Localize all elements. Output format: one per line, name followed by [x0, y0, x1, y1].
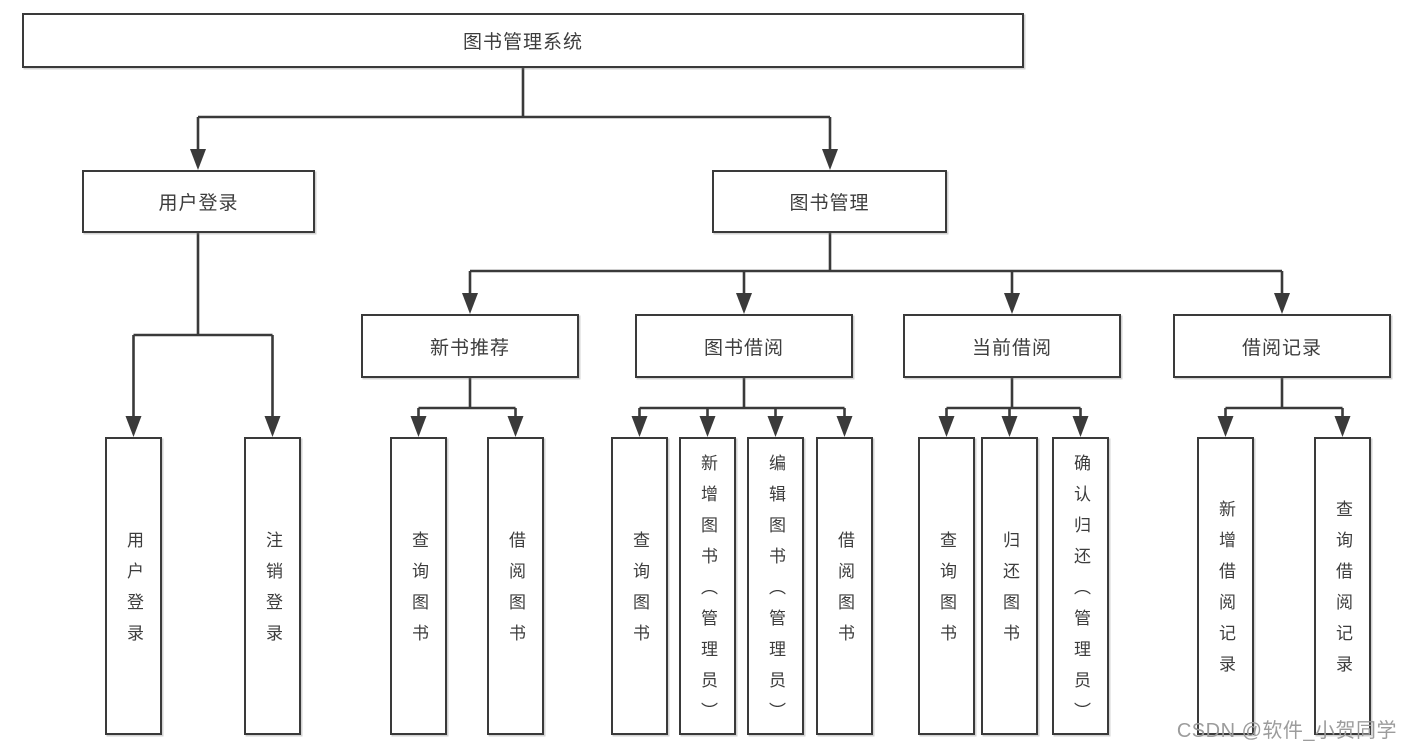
leaf-query-book-borrow-label: 查询图书 — [630, 531, 649, 655]
leaf-return-book-label: 归还图书 — [1000, 531, 1019, 655]
node-book-management: 图书管理 — [712, 170, 947, 233]
leaf-edit-book-admin: 编辑图书（管理员） — [747, 437, 804, 735]
node-new-book-recommend-label: 新书推荐 — [429, 337, 510, 359]
leaf-query-book-current-label: 查询图书 — [937, 531, 956, 655]
leaf-query-borrow-record: 查询借阅记录 — [1314, 437, 1371, 735]
node-book-borrow-label: 图书借阅 — [703, 337, 784, 359]
leaf-edit-book-admin-label: 编辑图书（管理员） — [766, 453, 785, 733]
leaf-query-borrow-record-label: 查询借阅记录 — [1333, 500, 1352, 686]
leaf-query-book-borrow: 查询图书 — [611, 437, 668, 735]
leaf-logout-login-label: 注销登录 — [263, 531, 282, 655]
leaf-add-borrow-record-label: 新增借阅记录 — [1216, 500, 1235, 686]
node-root-label: 图书管理系统 — [462, 32, 583, 53]
node-current-borrow: 当前借阅 — [903, 314, 1121, 378]
node-root: 图书管理系统 — [22, 13, 1024, 68]
leaf-return-book: 归还图书 — [981, 437, 1038, 735]
leaf-confirm-return-admin: 确认归还（管理员） — [1052, 437, 1109, 735]
node-new-book-recommend: 新书推荐 — [361, 314, 579, 378]
node-book-management-label: 图书管理 — [789, 193, 870, 214]
leaf-confirm-return-admin-label: 确认归还（管理员） — [1071, 453, 1090, 733]
arrowheads — [125, 149, 1351, 437]
node-current-borrow-label: 当前借阅 — [971, 337, 1052, 359]
node-user-login: 用户登录 — [82, 170, 315, 233]
leaf-user-login-label: 用户登录 — [124, 531, 143, 655]
node-user-login-label: 用户登录 — [158, 193, 239, 214]
node-borrow-records-label: 借阅记录 — [1241, 337, 1322, 359]
leaf-add-borrow-record: 新增借阅记录 — [1197, 437, 1254, 735]
leaf-logout-login: 注销登录 — [244, 437, 301, 735]
leaf-borrow-book-recommend: 借阅图书 — [487, 437, 544, 735]
leaf-user-login: 用户登录 — [105, 437, 162, 735]
node-borrow-records: 借阅记录 — [1173, 314, 1391, 378]
leaf-add-book-admin: 新增图书（管理员） — [679, 437, 736, 735]
leaf-borrow-book-label: 借阅图书 — [835, 531, 854, 655]
leaf-borrow-book-recommend-label: 借阅图书 — [506, 531, 525, 655]
node-book-borrow: 图书借阅 — [635, 314, 853, 378]
leaf-borrow-book: 借阅图书 — [816, 437, 873, 735]
leaf-add-book-admin-label: 新增图书（管理员） — [698, 453, 717, 733]
watermark: CSDN @软件_小贺同学 — [1176, 720, 1397, 742]
leaf-query-book-recommend: 查询图书 — [390, 437, 447, 735]
leaf-query-book-current: 查询图书 — [918, 437, 975, 735]
leaf-query-book-recommend-label: 查询图书 — [409, 531, 428, 655]
